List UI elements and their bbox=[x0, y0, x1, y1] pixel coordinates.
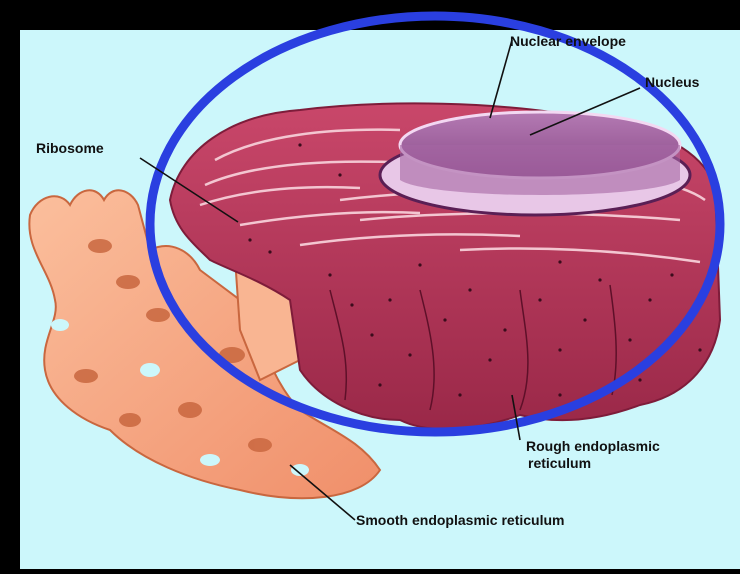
label-ribosome: Ribosome bbox=[36, 140, 104, 157]
label-nuclear-envelope: Nuclear envelope bbox=[510, 33, 626, 50]
nucleus-structure bbox=[380, 112, 690, 215]
label-rough-er-line1: Rough endoplasmic bbox=[526, 438, 660, 455]
label-smooth-er: Smooth endoplasmic reticulum bbox=[356, 512, 564, 529]
label-rough-er-line2: reticulum bbox=[528, 455, 591, 472]
label-nucleus: Nucleus bbox=[645, 74, 699, 91]
